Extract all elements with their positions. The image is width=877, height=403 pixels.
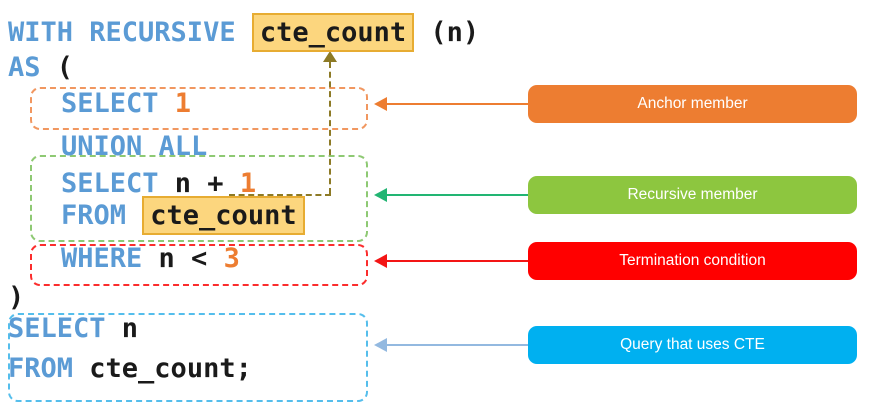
recursive-member-label: Recursive member (528, 176, 857, 214)
code-token: SELECT (61, 88, 175, 119)
anchor-member-label: Anchor member (528, 85, 857, 123)
recursion-connector-vertical (329, 62, 331, 194)
code-token: n < (158, 243, 224, 274)
anchor-member-arrow (386, 103, 528, 105)
code-token: WITH RECURSIVE (8, 17, 252, 48)
code-line-where: WHERE n < 3 (61, 243, 240, 275)
termination-condition-label: Termination condition (528, 242, 857, 280)
cte-count-declaration-highlight: cte_count (251, 13, 415, 52)
code-token: UNION ALL (61, 131, 208, 162)
code-token: ( (40, 52, 74, 83)
code-line-close-paren: ) (8, 282, 24, 314)
anchor-member-outline (30, 87, 368, 130)
code-token: SELECT (8, 313, 122, 344)
termination-condition-outline (30, 244, 368, 286)
anchor-member-arrowhead-icon (374, 97, 387, 111)
cte-query-outline (8, 313, 368, 402)
code-line-recursive-from: FROM cte_count (61, 196, 305, 235)
code-token: 1 (174, 88, 192, 119)
cte-query-arrow (386, 344, 528, 346)
termination-condition-arrowhead-icon (374, 254, 387, 268)
recursive-member-arrow (386, 194, 528, 196)
code-token: AS (8, 52, 41, 83)
code-token: cte_count; (89, 353, 252, 384)
code-line-with-recursive: WITH RECURSIVE cte_count (n) (8, 13, 480, 52)
code-token: FROM (61, 200, 143, 231)
code-token: 1 (239, 168, 257, 199)
code-line-union-all: UNION ALL (61, 131, 207, 163)
code-token: SELECT (61, 168, 175, 199)
code-line-anchor-select: SELECT 1 (61, 88, 191, 120)
cte-query-label: Query that uses CTE (528, 326, 857, 364)
recursive-member-arrowhead-icon (374, 188, 387, 202)
cte-count-reference-highlight: cte_count (142, 196, 305, 235)
code-line-outer-select: SELECT n (8, 313, 138, 345)
code-token: (n) (414, 17, 480, 48)
cte-query-arrowhead-icon (374, 338, 387, 352)
code-line-recursive-select: SELECT n + 1 (61, 168, 256, 200)
recursive-member-outline (30, 155, 368, 242)
code-token: WHERE (61, 243, 159, 274)
code-line-as: AS ( (8, 52, 73, 84)
code-token: n (121, 313, 139, 344)
code-token: FROM (8, 353, 90, 384)
code-line-outer-from: FROM cte_count; (8, 353, 252, 385)
code-token: 3 (223, 243, 240, 274)
recursion-arrowhead-up-icon (323, 51, 337, 62)
code-token: n + (174, 168, 240, 199)
code-token: ) (8, 282, 25, 313)
recursion-connector-horizontal (229, 194, 331, 196)
termination-condition-arrow (386, 260, 528, 262)
